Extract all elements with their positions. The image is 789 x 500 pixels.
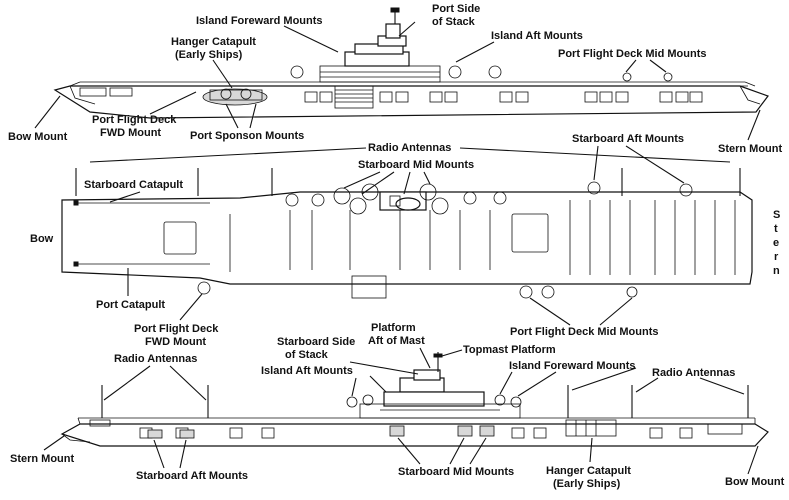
bottom-hangar-openings [139,423,743,439]
lbl-island-foreward-mounts-bottom: Island Foreward Mounts [509,360,636,372]
lbl-radio-antennas-plan: Radio Antennas [368,142,451,154]
lbl-port-fd-fwd-top-1: Port Flight Deck [92,114,177,126]
lbl-hanger-catapult-bottom-1: Hanger Catapult [546,465,631,477]
lbl-bow-mount-top: Bow Mount [8,131,68,143]
lbl-platform-aft-mast-1: Platform [371,322,416,334]
lbl-stern-mount-bottom: Stern Mount [10,453,74,465]
bottom-starboard-mounts [147,394,617,439]
lbl-stern-r: r [774,251,779,263]
port-deck-mounts [290,65,673,82]
lbl-port-sponson-mounts: Port Sponson Mounts [190,130,304,142]
lbl-starboard-side-stack-1: Starboard Side [277,336,355,348]
lbl-starboard-aft-mounts-bottom: Starboard Aft Mounts [136,470,248,482]
plan-radio-antennas [75,168,741,196]
lbl-stern-t: t [774,223,778,235]
lbl-bow-plan: Bow [30,233,54,245]
port-sponson-mounts [202,88,268,106]
lbl-topmast-platform: Topmast Platform [463,344,556,356]
plan-view [61,168,753,299]
lbl-starboard-mid-mounts-plan: Starboard Mid Mounts [358,159,474,171]
plan-island [379,191,427,211]
lbl-starboard-catapult: Starboard Catapult [84,179,183,191]
lbl-island-foreward-mounts-top: Island Foreward Mounts [196,15,323,27]
bottom-radio-antennas [101,385,749,418]
lbl-radio-antennas-bottom-left: Radio Antennas [114,353,197,365]
flight-deck [61,191,753,285]
lbl-stern-s: S [773,209,780,221]
port-profile-view [53,7,769,119]
lbl-port-side-stack-1: Port Side [432,3,480,15]
plan-port-mounts [197,281,638,299]
lbl-stern-mount-top: Stern Mount [718,143,782,155]
starboard-island [359,352,521,419]
lbl-stern-n: n [773,265,780,277]
lbl-port-fd-fwd-plan-1: Port Flight Deck [134,323,219,335]
top-leader-lines [34,21,761,141]
lbl-hanger-catapult-top-2: (Early Ships) [175,49,243,61]
lbl-island-aft-mounts-bottom: Island Aft Mounts [261,365,353,377]
lbl-bow-mount-bottom: Bow Mount [725,476,785,488]
lbl-port-fd-mid-plan: Port Flight Deck Mid Mounts [510,326,659,338]
port-island [319,7,441,83]
lbl-radio-antennas-bottom-right: Radio Antennas [652,367,735,379]
lbl-port-fd-mid-mounts-top: Port Flight Deck Mid Mounts [558,48,707,60]
lbl-port-fd-fwd-top-2: FWD Mount [100,127,161,139]
lbl-island-aft-mounts-top: Island Aft Mounts [491,30,583,42]
lbl-starboard-side-stack-2: of Stack [285,349,329,361]
lbl-platform-aft-mast-2: Aft of Mast [368,335,425,347]
bottom-leader-lines [43,347,759,475]
lbl-port-catapult: Port Catapult [96,299,165,311]
lbl-stern-e: e [773,237,779,249]
lbl-starboard-aft-mounts-plan: Starboard Aft Mounts [572,133,684,145]
plan-starboard-mounts [285,181,693,215]
lbl-hanger-catapult-top-1: Hanger Catapult [171,36,256,48]
lbl-starboard-mid-mounts-bottom: Starboard Mid Mounts [398,466,514,478]
lbl-port-fd-fwd-plan-2: FWD Mount [145,336,206,348]
port-hangar-openings [304,91,703,103]
plan-leader-lines [89,145,731,326]
lbl-hanger-catapult-bottom-2: (Early Ships) [553,478,621,490]
deck-lines [61,200,736,275]
lbl-port-side-stack-2: of Stack [432,16,476,28]
